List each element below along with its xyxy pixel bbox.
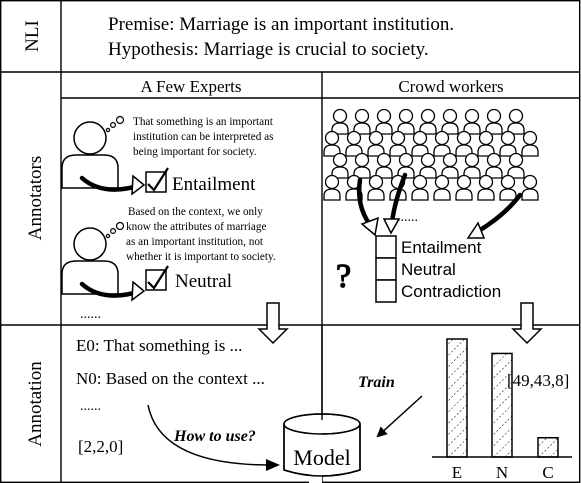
question-mark-icon: ? (336, 258, 351, 295)
svg-text:That something is an important: That something is an important (133, 116, 274, 128)
person-icon (499, 130, 517, 157)
svg-text:Based on the context, we only: Based on the context, we only (128, 206, 263, 218)
down-arrow-experts (257, 302, 289, 345)
person-icon (323, 130, 341, 157)
crowd-option-boxes (375, 235, 397, 303)
bar-E (446, 338, 468, 458)
annotation-ellipsis: ...... (80, 399, 101, 414)
person-icon (397, 108, 415, 135)
experts-heading: A Few Experts (140, 77, 241, 96)
person-icon (455, 130, 473, 157)
person-icon (463, 152, 481, 179)
expert-arrow-1-head (131, 174, 146, 196)
premise-text: Premise: Marriage is an important instit… (108, 14, 454, 35)
crowd-counts: [49,43,8] (507, 371, 569, 390)
person-icon (521, 130, 539, 157)
svg-text:Entailment: Entailment (401, 238, 482, 257)
person-icon (345, 130, 363, 157)
person-icon (433, 130, 451, 157)
row-label-annotation: Annotation (25, 361, 46, 447)
model-label: Model (293, 445, 350, 470)
person-icon (367, 130, 385, 157)
checkbox-icon (145, 167, 169, 193)
person-icon (353, 152, 371, 179)
crowd-options: Entailment Neutral Contradiction (401, 238, 501, 301)
svg-text:Contradiction: Contradiction (401, 282, 501, 301)
experts-ellipsis: ...... (80, 307, 101, 322)
hypothesis-text: Hypothesis: Marriage is crucial to socie… (108, 39, 429, 60)
svg-text:institution can be interpreted: institution can be interpreted as (133, 131, 273, 143)
person-icon (375, 152, 393, 179)
model-cylinder-outline (283, 424, 361, 477)
how-to-use-arrow (147, 404, 271, 466)
person-icon (433, 174, 451, 201)
svg-text:as an important institution, n: as an important institution, not (126, 236, 264, 248)
person-icon (485, 108, 503, 135)
x-tick-N: N (496, 463, 508, 482)
how-to-use-arrow-head (266, 459, 280, 471)
person-icon (507, 108, 525, 135)
person-icon (323, 174, 341, 201)
expert-thought-1: That something is an important instituti… (133, 116, 274, 158)
person-icon (367, 174, 385, 201)
thought-bubbles-2 (105, 221, 125, 239)
model-cylinder-top (283, 413, 361, 435)
crowd-icon (323, 108, 539, 201)
person-icon (419, 152, 437, 179)
x-tick-C: C (542, 463, 553, 482)
person-icon (419, 108, 437, 135)
person-icon (411, 130, 429, 157)
row-label-nli: NLI (22, 20, 43, 52)
person-icon (389, 130, 407, 157)
crowd-ellipsis: ...... (397, 210, 418, 225)
person-icon (331, 108, 349, 135)
svg-text:being important for society.: being important for society. (133, 146, 257, 158)
bar-N (491, 352, 513, 458)
row-label-annotators: Annotators (25, 156, 46, 240)
divider-gap (309, 420, 322, 483)
bar-C (537, 436, 559, 458)
svg-text:Neutral: Neutral (401, 260, 456, 279)
person-icon (455, 174, 473, 201)
expert-label-entailment: Entailment (172, 174, 256, 195)
svg-text:whether it is important to soc: whether it is important to society. (126, 251, 276, 263)
expert-annotation-line-2: N0: Based on the context ... (76, 369, 265, 388)
expert-person-1 (61, 121, 119, 189)
person-icon (441, 152, 459, 179)
person-icon (477, 174, 495, 201)
person-icon (521, 174, 539, 201)
thought-bubbles-1 (105, 115, 125, 133)
down-arrow-crowd (511, 302, 543, 345)
crowd-heading: Crowd workers (398, 77, 503, 96)
crowd-arrow-heads (360, 216, 486, 239)
expert-counts: [2,2,0] (78, 437, 123, 456)
expert-thought-2: Based on the context, we only know the a… (126, 206, 276, 263)
expert-person-2 (61, 227, 119, 295)
person-icon (463, 108, 481, 135)
person-icon (441, 108, 459, 135)
person-icon (477, 130, 495, 157)
svg-text:know the attributes of marriag: know the attributes of marriage (126, 221, 266, 233)
person-icon (499, 174, 517, 201)
person-icon (331, 152, 349, 179)
person-icon (485, 152, 503, 179)
expert-annotation-line-1: E0: That something is ... (76, 336, 242, 355)
person-icon (353, 108, 371, 135)
person-icon (375, 108, 393, 135)
checkbox-icon (145, 265, 169, 291)
train-arrow (376, 395, 423, 438)
how-to-use-label: How to use? (173, 428, 256, 445)
x-tick-E: E (452, 463, 462, 482)
expert-arrow-2-head (131, 280, 146, 302)
expert-label-neutral: Neutral (175, 271, 232, 292)
train-label: Train (358, 374, 395, 391)
person-icon (411, 174, 429, 201)
person-icon (507, 152, 525, 179)
